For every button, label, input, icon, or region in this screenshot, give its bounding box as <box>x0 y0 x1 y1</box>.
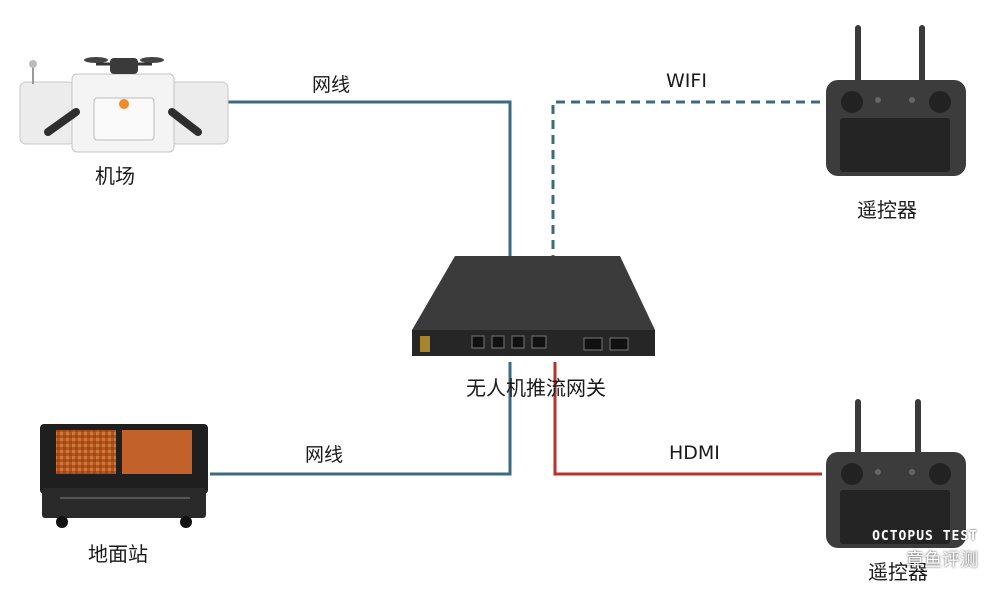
connector-wifi-label: WIFI <box>666 70 707 92</box>
watermark-en: OCTOPUS TEST <box>872 529 978 544</box>
connector-ground-gateway <box>210 362 512 476</box>
ground-station-image <box>40 424 208 528</box>
remote-bottom-image <box>826 399 966 548</box>
connector-dock-gateway <box>225 100 512 258</box>
watermark: OCTOPUS TEST 章鱼评测 <box>872 529 978 572</box>
connector-dock-gateway-label: 网线 <box>312 74 351 96</box>
remote-top-label: 遥控器 <box>857 198 917 222</box>
dock-image <box>19 57 229 153</box>
ground-station-label: 地面站 <box>88 542 148 566</box>
connector-hdmi <box>553 362 822 476</box>
dock-label: 机场 <box>95 164 135 188</box>
connector-wifi <box>551 100 820 258</box>
connector-hdmi-label: HDMI <box>669 442 720 464</box>
connector-ground-gateway-label: 网线 <box>305 444 344 466</box>
remote-top-image <box>826 25 966 176</box>
gateway-image <box>412 256 655 356</box>
remote-bottom-label: 遥控器 <box>868 560 928 584</box>
gateway-label: 无人机推流网关 <box>466 376 606 400</box>
watermark-cn: 章鱼评测 <box>906 550 978 571</box>
